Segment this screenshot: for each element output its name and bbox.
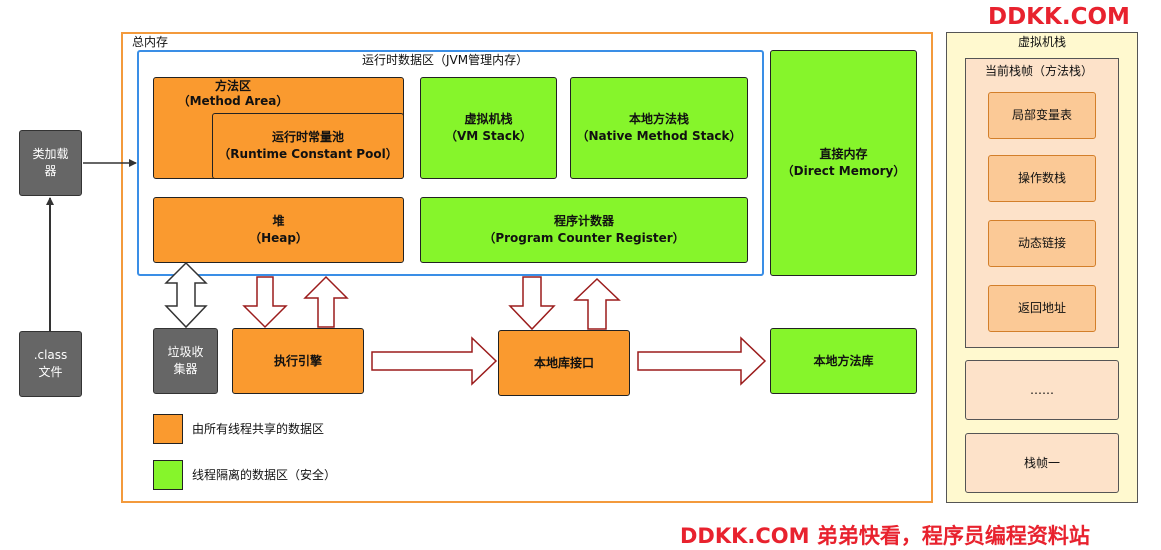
local-variable-table: 局部变量表: [988, 92, 1096, 139]
operand-stack: 操作数栈: [988, 155, 1096, 202]
pc-to-interface-arrow: [508, 276, 556, 331]
legend-shared-swatch: [153, 414, 183, 444]
return-address: 返回地址: [988, 285, 1096, 332]
total-memory-title: 总内存: [132, 35, 169, 49]
garbage-collector: 垃圾收 集器: [153, 328, 218, 394]
class-loader: 类加载 器: [19, 130, 82, 196]
native-method-stack: 本地方法栈 （Native Method Stack）: [570, 77, 748, 179]
dynamic-linking: 动态链接: [988, 220, 1096, 267]
heap-to-engine-arrow: [242, 276, 288, 329]
interface-to-pc-arrow: [573, 277, 621, 330]
execution-engine: 执行引擎: [232, 328, 364, 394]
class-file: .class 文件: [19, 331, 82, 397]
heap-gc-double-arrow: [164, 261, 208, 329]
legend-isolated-label: 线程隔离的数据区（安全）: [192, 468, 337, 482]
legend-isolated-swatch: [153, 460, 183, 490]
current-stack-frame-title: 当前栈帧（方法栈）: [985, 64, 1094, 78]
engine-to-interface-arrow: [371, 336, 498, 386]
native-method-library: 本地方法库: [770, 328, 917, 394]
runtime-data-area-title: 运行时数据区（JVM管理内存）: [362, 53, 529, 67]
program-counter-register: 程序计数器 （Program Counter Register）: [420, 197, 748, 263]
runtime-constant-pool: 运行时常量池 （Runtime Constant Pool）: [212, 113, 404, 179]
total-memory-container: [121, 32, 933, 503]
vm-stack-panel-title: 虚拟机栈: [1018, 35, 1067, 49]
interface-to-library-arrow: [637, 336, 767, 386]
watermark-top: DDKK.COM: [988, 4, 1130, 30]
vm-stack: 虚拟机栈 （VM Stack）: [420, 77, 557, 179]
stack-frame-ellipsis: ……: [965, 360, 1119, 420]
runtime-data-area: [137, 50, 764, 276]
stack-frame-one: 栈帧一: [965, 433, 1119, 493]
native-library-interface: 本地库接口: [498, 330, 630, 396]
heap: 堆 （Heap）: [153, 197, 404, 263]
method-area-label: 方法区 （Method Area）: [177, 79, 289, 108]
legend-shared-label: 由所有线程共享的数据区: [192, 422, 325, 436]
engine-to-heap-arrow: [303, 275, 349, 328]
watermark-bottom: DDKK.COM 弟弟快看，程序员编程资料站: [680, 524, 1090, 548]
direct-memory: 直接内存 （Direct Memory）: [770, 50, 917, 276]
